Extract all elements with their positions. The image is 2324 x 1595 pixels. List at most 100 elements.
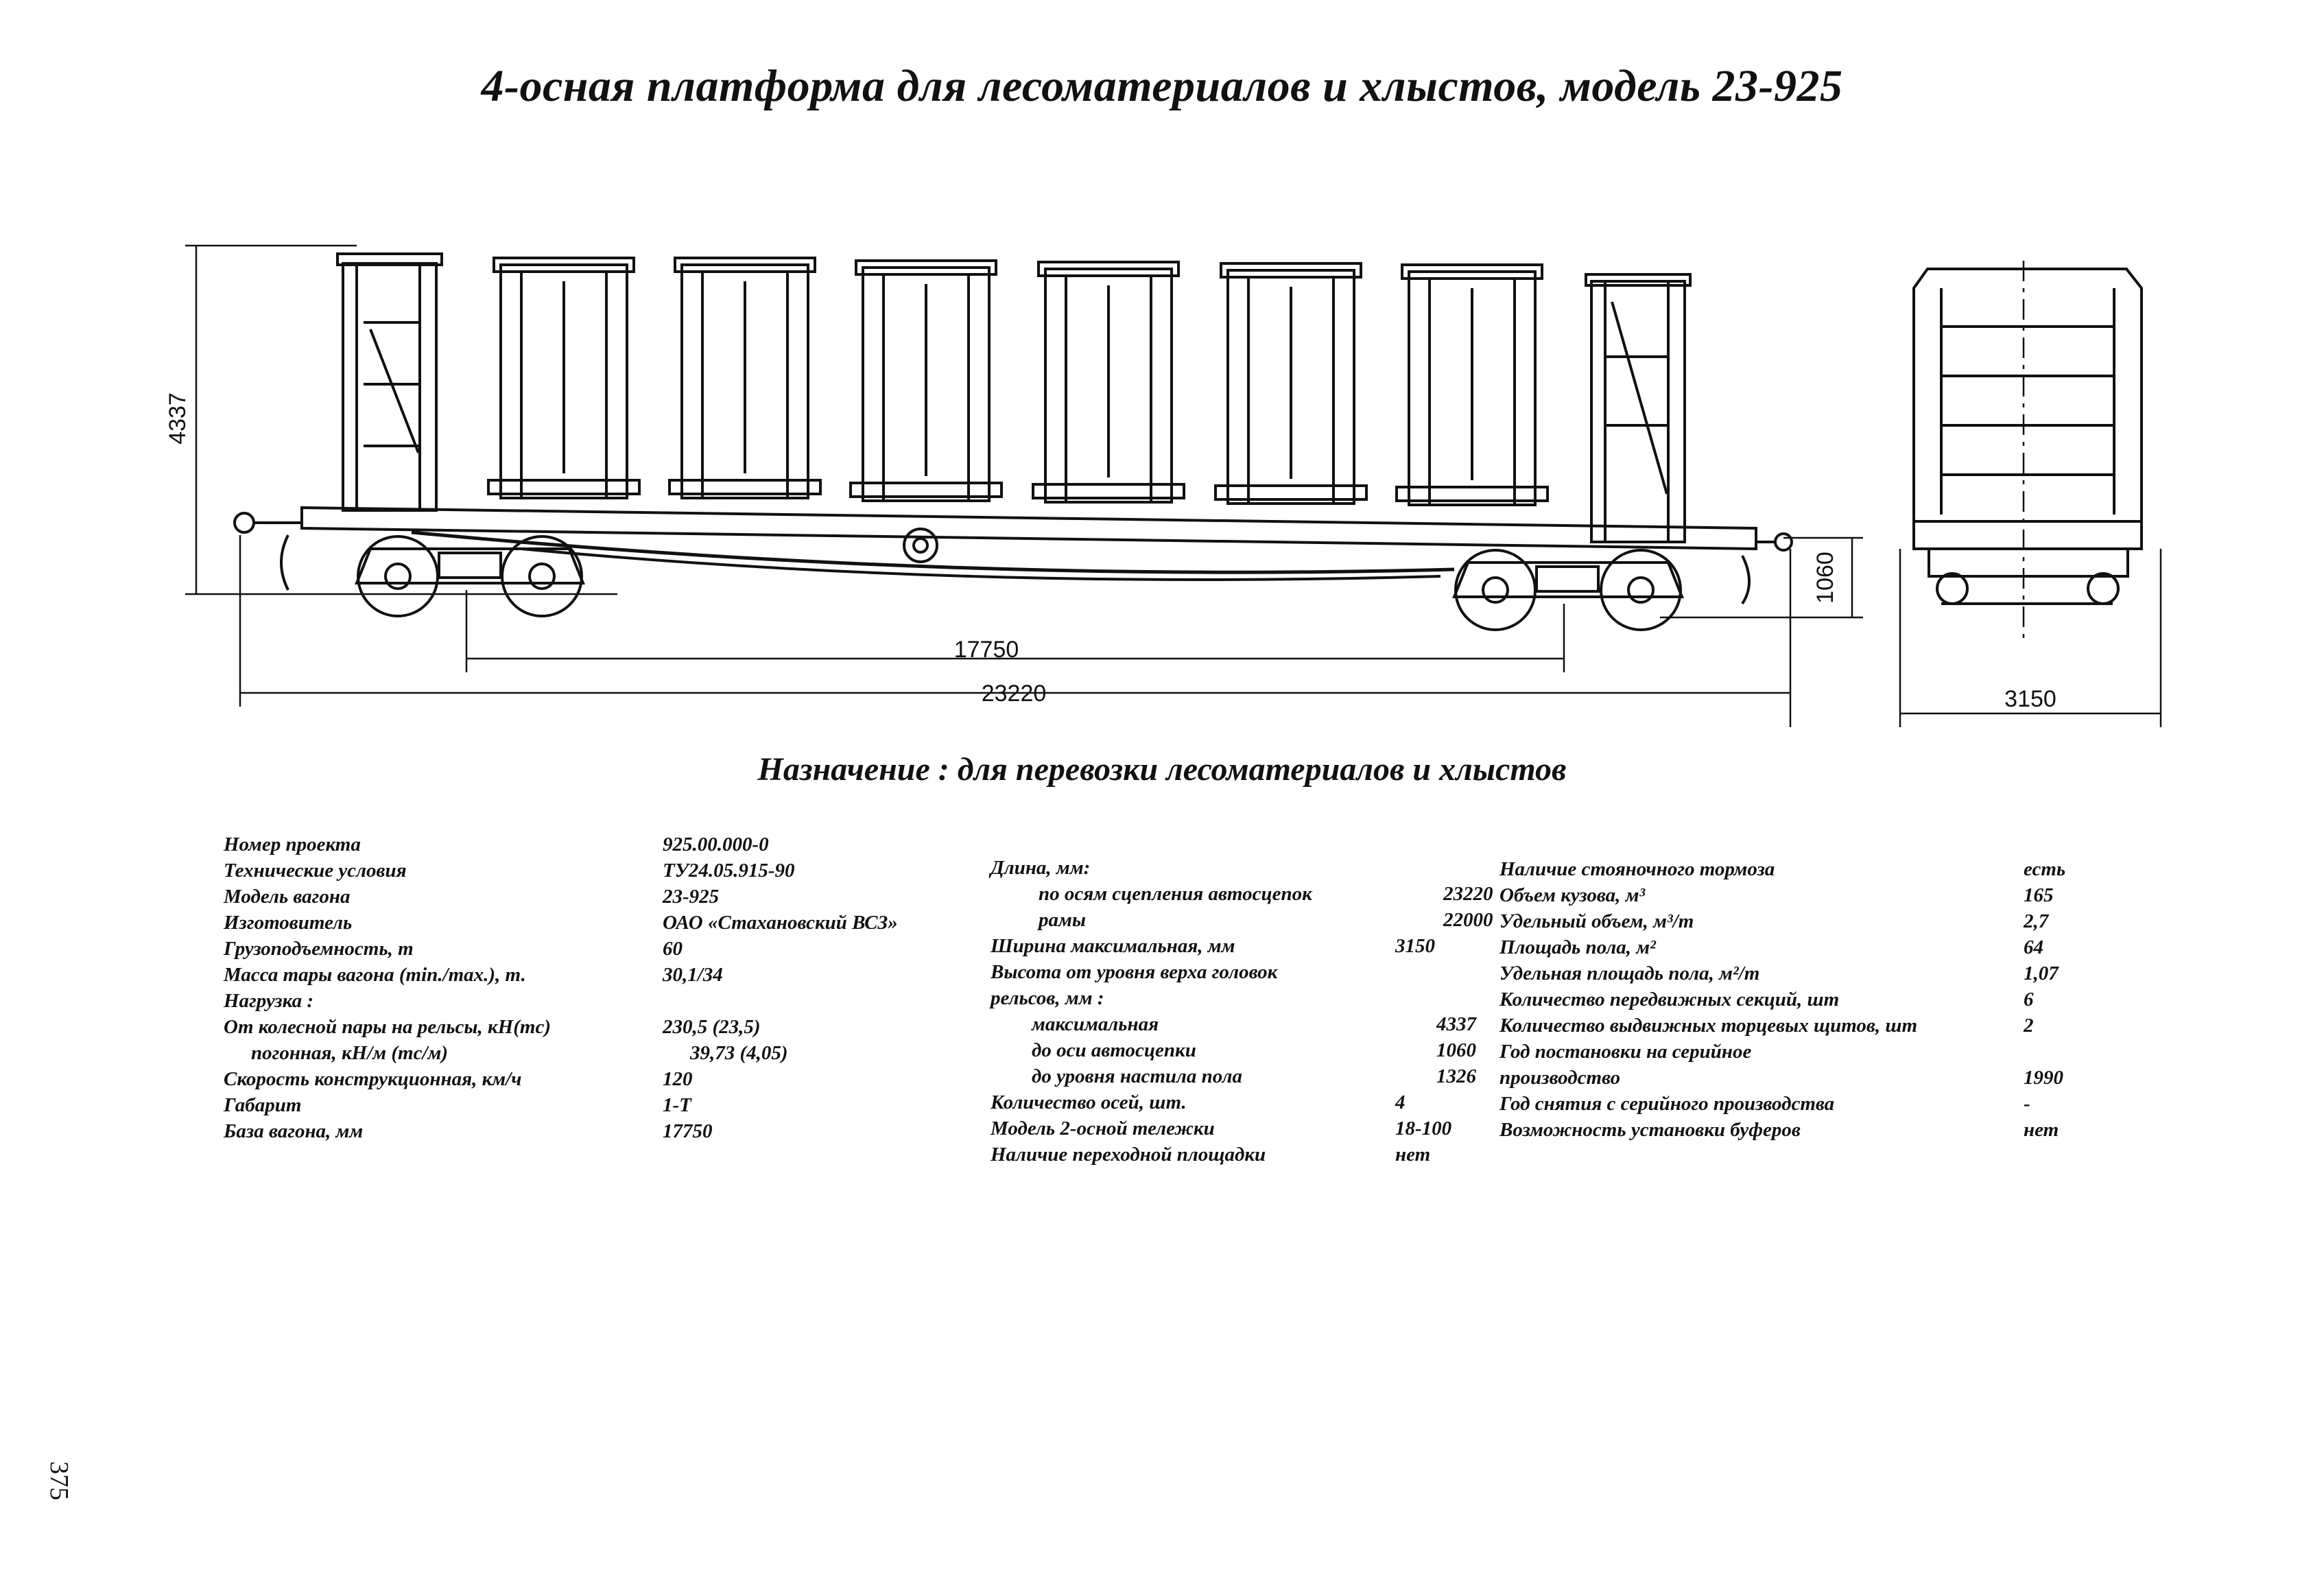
spec-value: 1326: [1436, 1065, 1476, 1087]
spec-row: Высота от уровня верха головок: [991, 959, 1493, 985]
spec-label: Количество передвижных секций, шт: [1499, 989, 1840, 1011]
spec-value: 230,5 (23,5): [663, 1016, 761, 1038]
spec-label: Нагрузка :: [224, 990, 314, 1012]
spec-value: 925.00.000-0: [663, 834, 769, 855]
spec-row: Технические условия ТУ24.05.915-90: [224, 858, 898, 884]
spec-value: -: [2024, 1093, 2030, 1115]
spec-value: 18-100: [1395, 1118, 1452, 1139]
spec-value: 17750: [663, 1120, 713, 1142]
spec-value: 4: [1395, 1091, 1406, 1113]
purpose-heading: Назначение : для перевозки лесоматериало…: [757, 751, 1567, 788]
spec-label: Количество выдвижных торцевых щитов, шт: [1499, 1015, 1918, 1037]
spec-label: Площадь пола, м²: [1499, 936, 1656, 958]
base-dimension: 17750: [954, 637, 1019, 663]
spec-label: Год снятия с серийного производства: [1499, 1093, 1835, 1115]
stanchion-section: [1032, 261, 1185, 504]
spec-label: рамы: [1039, 909, 1086, 931]
spec-label: Технические условия: [224, 860, 407, 882]
spec-label: Наличие переходной площадки: [991, 1144, 1266, 1166]
end-stanchion-left: [336, 252, 443, 512]
spec-label: Длина, мм:: [991, 857, 1091, 879]
spec-label: Наличие стояночного тормоза: [1499, 858, 1775, 880]
spec-row: по осям сцепления автосцепок 23220: [991, 881, 1493, 907]
spec-row: Наличие переходной площадки нет: [991, 1142, 1493, 1168]
spec-value: 165: [2024, 884, 2054, 906]
coupler-right: [1741, 532, 1793, 605]
spec-label: Модель вагона: [224, 886, 351, 908]
spec-value: ТУ24.05.915-90: [663, 860, 795, 882]
spec-value: нет: [2024, 1119, 2059, 1141]
spec-label: Объем кузова, м³: [1499, 884, 1646, 906]
spec-value: 30,1/34: [663, 964, 723, 986]
stanchion-section: [487, 257, 641, 499]
spec-row: Ширина максимальная, мм 3150: [991, 933, 1493, 959]
spec-row: Длина, мм:: [991, 855, 1493, 881]
stanchion-section: [1214, 262, 1368, 505]
spec-row: Изготовитель ОАО «Стахановский ВСЗ»: [224, 910, 898, 936]
spec-value: 120: [663, 1068, 693, 1090]
spec-label: Изготовитель: [224, 912, 353, 934]
spec-label: Скорость конструкционная, км/ч: [224, 1068, 522, 1090]
spec-value: 2: [2024, 1015, 2034, 1037]
spec-row: Номер проекта 925.00.000-0: [224, 831, 898, 858]
spec-value: 22000: [1443, 909, 1493, 931]
spec-row: Нагрузка :: [224, 988, 898, 1014]
spec-label: От колесной пары на рельсы, кН(тс): [224, 1016, 551, 1038]
spec-label: Ширина максимальная, мм: [991, 935, 1235, 957]
spec-label: Грузоподъемность, т: [224, 938, 414, 960]
page-title: 4-осная платформа для лесоматериалов и х…: [481, 61, 1843, 111]
spec-value: 3150: [1395, 935, 1435, 957]
spec-value: 2,7: [2024, 910, 2049, 932]
stanchion-section: [849, 259, 1003, 502]
spec-row: Количество выдвижных торцевых щитов, шт 2: [1499, 1013, 2065, 1039]
coupler-height-dimension: 1060: [1812, 552, 1838, 604]
spec-label: Удельный объем, м³/т: [1499, 910, 1694, 932]
spec-value: нет: [1395, 1144, 1431, 1166]
spec-value: есть: [2024, 858, 2066, 880]
spec-label: погонная, кН/м (тс/м): [251, 1042, 449, 1064]
spec-label: Номер проекта: [224, 834, 361, 855]
specs-column-3: Наличие стояночного тормоза есть Объем ку…: [1499, 856, 2065, 1143]
spec-label: Удельная площадь пола, м²/т: [1499, 962, 1760, 984]
spec-value: ОАО «Стахановский ВСЗ»: [663, 912, 898, 934]
length-dimension: 23220: [982, 681, 1047, 707]
spec-value: 23220: [1443, 883, 1493, 905]
spec-row: Модель 2-осной тележки 18-100: [991, 1115, 1493, 1142]
spec-row: Год постановки на серийное: [1499, 1039, 2065, 1065]
spec-value: 6: [2024, 989, 2034, 1011]
spec-label: по осям сцепления автосцепок: [1039, 883, 1312, 905]
spec-label: Габарит: [224, 1094, 302, 1116]
spec-label: Масса тары вагона (min./max.), т.: [224, 964, 526, 986]
spec-row: Удельный объем, м³/т 2,7: [1499, 908, 2065, 934]
specs-column-1: Номер проекта 925.00.000-0 Технические ус…: [224, 831, 898, 1144]
spec-row: Количество осей, шт.4: [991, 1089, 1493, 1115]
page-number: 375: [45, 1461, 73, 1500]
spec-row: погонная, кН/м (тс/м) 39,73 (4,05): [224, 1040, 898, 1066]
bogie-right: [1452, 549, 1684, 631]
height-dimension: 4337: [165, 392, 191, 445]
spec-label: Высота от уровня верха головок: [991, 961, 1278, 983]
spec-value: 64: [2024, 936, 2043, 958]
spec-row: Количество передвижных секций, шт 6: [1499, 986, 2065, 1013]
spec-label: рельсов, мм :: [991, 987, 1104, 1009]
specs-column-2: Длина, мм: по осям сцепления автосцепок 2…: [991, 855, 1493, 1168]
spec-row: Объем кузова, м³ 165: [1499, 882, 2065, 908]
spec-row: рамы 22000: [991, 907, 1493, 933]
bogie-left: [355, 535, 585, 617]
spec-label: Модель 2-осной тележки: [991, 1118, 1215, 1139]
spec-value: 1060: [1436, 1039, 1476, 1061]
spec-row: От колесной пары на рельсы, кН(тс) 230,5 …: [224, 1014, 898, 1040]
stanchion-section: [668, 257, 822, 499]
end-stanchion-right: [1585, 273, 1692, 543]
stanchion-section: [1395, 263, 1549, 506]
spec-value: 39,73 (4,05): [690, 1042, 788, 1064]
